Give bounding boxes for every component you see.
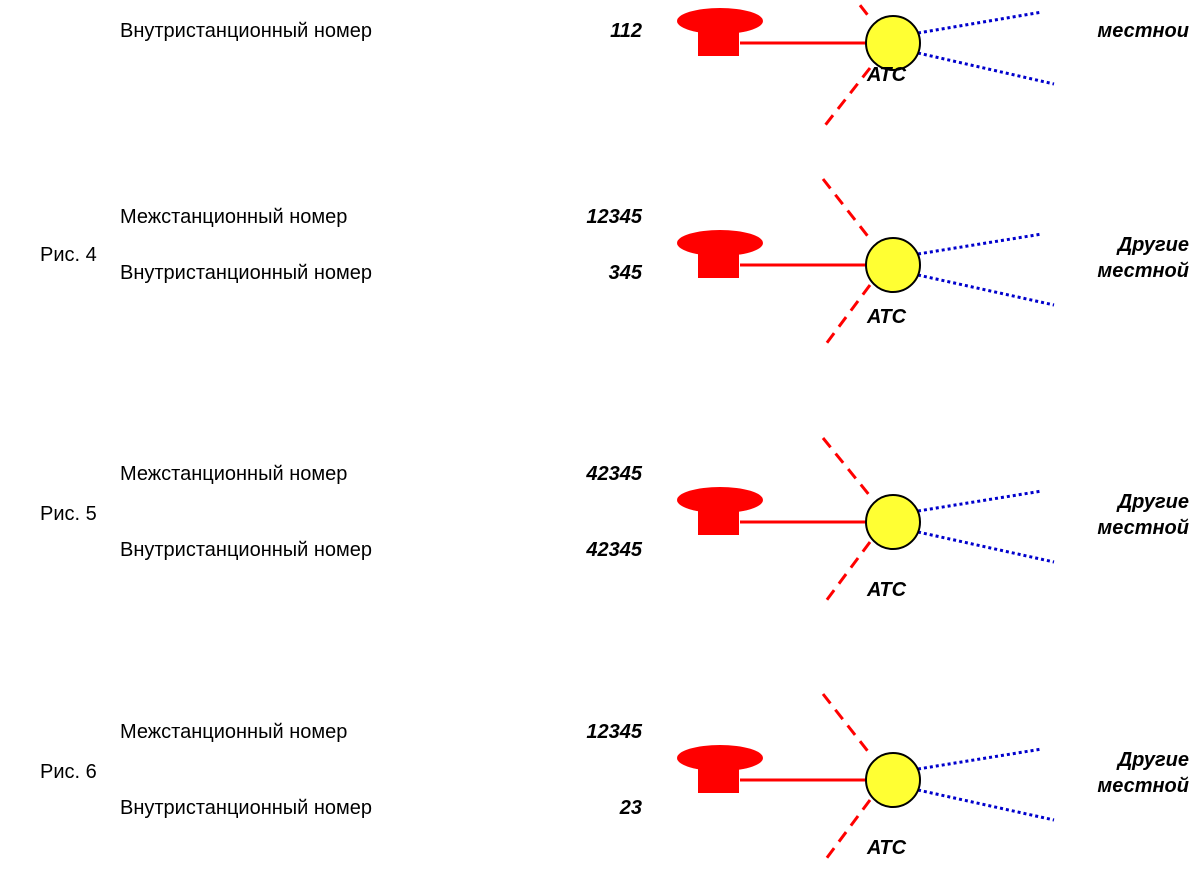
network-diagram — [677, 178, 1055, 349]
local-number-label: Внутристанционный номер — [120, 539, 373, 561]
station-node-icon — [865, 752, 921, 808]
figure-4: Рис. 4 Межстанционный номер 12345 Внутри… — [0, 178, 1197, 349]
intercity-number-label: Межстанционный номер — [120, 721, 348, 743]
intercity-number-value: 42345 — [586, 463, 642, 485]
network-diagram — [677, 693, 1055, 864]
intercity-number-label: Межстанционный номер — [120, 206, 348, 228]
other-stations-label-line1: Другие — [1117, 491, 1189, 513]
other-stations-label-line1: Другие — [1117, 749, 1189, 771]
other-station-line-upper — [917, 747, 1043, 771]
trunk-line-upper — [853, 0, 872, 19]
trunk-line-upper — [821, 178, 872, 240]
local-number-value: 112 — [610, 20, 642, 42]
other-station-line-upper — [917, 489, 1043, 513]
station-graphic — [677, 178, 1055, 349]
network-diagram — [677, 437, 1055, 606]
station-graphic — [677, 0, 1055, 129]
station-node-icon — [865, 494, 921, 550]
local-number-value: 23 — [619, 797, 642, 819]
figure-label: Рис. 4 — [40, 244, 97, 266]
phone-base-icon — [698, 505, 739, 535]
station-graphic — [677, 437, 1055, 606]
other-stations-label-line2: местнои — [1097, 20, 1189, 42]
phone-base-icon — [698, 26, 739, 56]
station-label: АТС — [867, 837, 907, 859]
other-station-line-lower — [917, 530, 1055, 564]
trunk-line-lower — [821, 799, 872, 864]
other-station-line-upper — [917, 232, 1043, 256]
other-stations-label-line2: местной — [1097, 260, 1189, 282]
figure-label: Рис. 6 — [40, 761, 97, 783]
intercity-number-label: Межстанционный номер — [120, 463, 348, 485]
local-number-label: Внутристанционный номер — [120, 20, 373, 42]
phone-base-icon — [698, 763, 739, 793]
station-label: АТС — [867, 306, 907, 328]
network-diagram — [677, 0, 1055, 129]
other-stations-label-line2: местной — [1097, 775, 1189, 797]
station-label: АТС — [867, 579, 907, 601]
station-label: АТС — [867, 64, 907, 86]
other-station-line-lower — [917, 788, 1055, 822]
trunk-line-upper — [821, 437, 872, 497]
local-number-value: 345 — [608, 262, 642, 284]
local-number-label: Внутристанционный номер — [120, 797, 373, 819]
other-stations-label-line1: Другие — [1117, 234, 1189, 256]
figure-5: Рис. 5 Межстанционный номер 42345 Внутри… — [0, 437, 1197, 606]
local-number-value: 42345 — [586, 539, 642, 561]
station-node-icon — [865, 237, 921, 293]
intercity-number-value: 12345 — [586, 206, 642, 228]
other-station-line-upper — [917, 10, 1043, 35]
station-graphic — [677, 693, 1055, 864]
trunk-line-lower — [821, 541, 872, 606]
phone-base-icon — [698, 248, 739, 278]
local-number-label: Внутристанционный номер — [120, 262, 373, 284]
figure-label: Рис. 5 — [40, 503, 97, 525]
station-node-icon — [865, 15, 921, 71]
other-station-line-lower — [917, 273, 1055, 307]
intercity-number-value: 12345 — [586, 721, 642, 743]
other-station-line-lower — [917, 51, 1055, 86]
other-stations-label-line2: местной — [1097, 517, 1189, 539]
trunk-line-upper — [821, 693, 872, 755]
figure-6: Рис. 6 Межстанционный номер 12345 Внутри… — [0, 693, 1197, 864]
trunk-line-lower — [821, 284, 872, 349]
trunk-line-lower — [821, 67, 872, 129]
